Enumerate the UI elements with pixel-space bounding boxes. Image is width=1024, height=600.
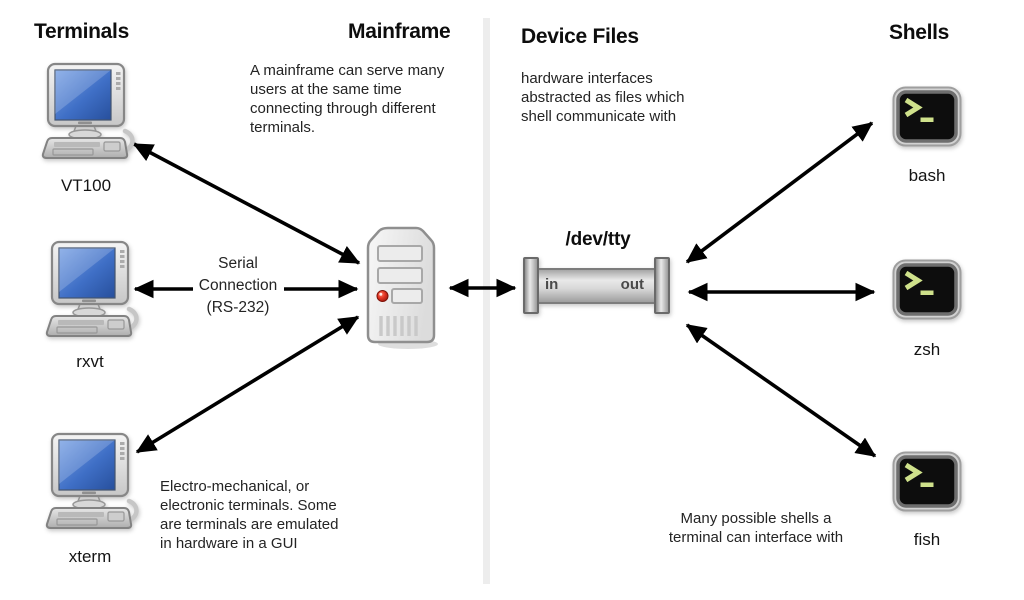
terminal-label-xterm: xterm [68, 547, 112, 566]
heading-device-files: Device Files [521, 25, 639, 48]
arrow-xterm-mainframe [135, 315, 360, 454]
heading-mainframe: Mainframe [348, 20, 451, 43]
dev-tty-label: /dev/tty [565, 229, 631, 250]
terminal-prompt-icon [892, 86, 962, 147]
server-tower-icon [366, 226, 438, 349]
terminals-description: Electro-mechanical, or electronic termin… [160, 478, 339, 552]
mainframe-description: A mainframe can serve many users at the … [250, 62, 445, 136]
pipe-cap-left [523, 257, 539, 314]
shells-description: Many possible shells a terminal can inte… [668, 510, 844, 546]
arrow-pipe-fish [685, 323, 877, 458]
crt-computer-icon [45, 432, 139, 529]
shell-label-fish: fish [913, 530, 941, 549]
arrow-pipe-bash [685, 121, 874, 264]
pipe-in-label: in [545, 276, 559, 293]
terminal-prompt-icon [892, 259, 962, 320]
pipe-body [536, 268, 657, 304]
shell-label-bash: bash [908, 166, 946, 185]
terminal-label-vt100: VT100 [60, 176, 112, 195]
terminal-label-rxvt: rxvt [76, 352, 104, 371]
serial-connection-label: Serial Connection (RS-232) [198, 255, 278, 316]
crt-computer-icon [45, 240, 139, 337]
heading-terminals: Terminals [34, 20, 129, 43]
heading-shells: Shells [889, 21, 950, 44]
section-divider [483, 18, 490, 584]
crt-computer-icon [41, 62, 135, 159]
terminal-prompt-icon [892, 451, 962, 512]
arrow-vt100-mainframe [132, 142, 361, 265]
device-files-description: hardware interfaces abstracted as files … [521, 70, 685, 125]
pipe-out-label: out [620, 276, 644, 293]
shell-label-zsh: zsh [913, 340, 941, 359]
pipe-cap-right [654, 257, 670, 314]
pipe-icon: in out [523, 257, 670, 318]
